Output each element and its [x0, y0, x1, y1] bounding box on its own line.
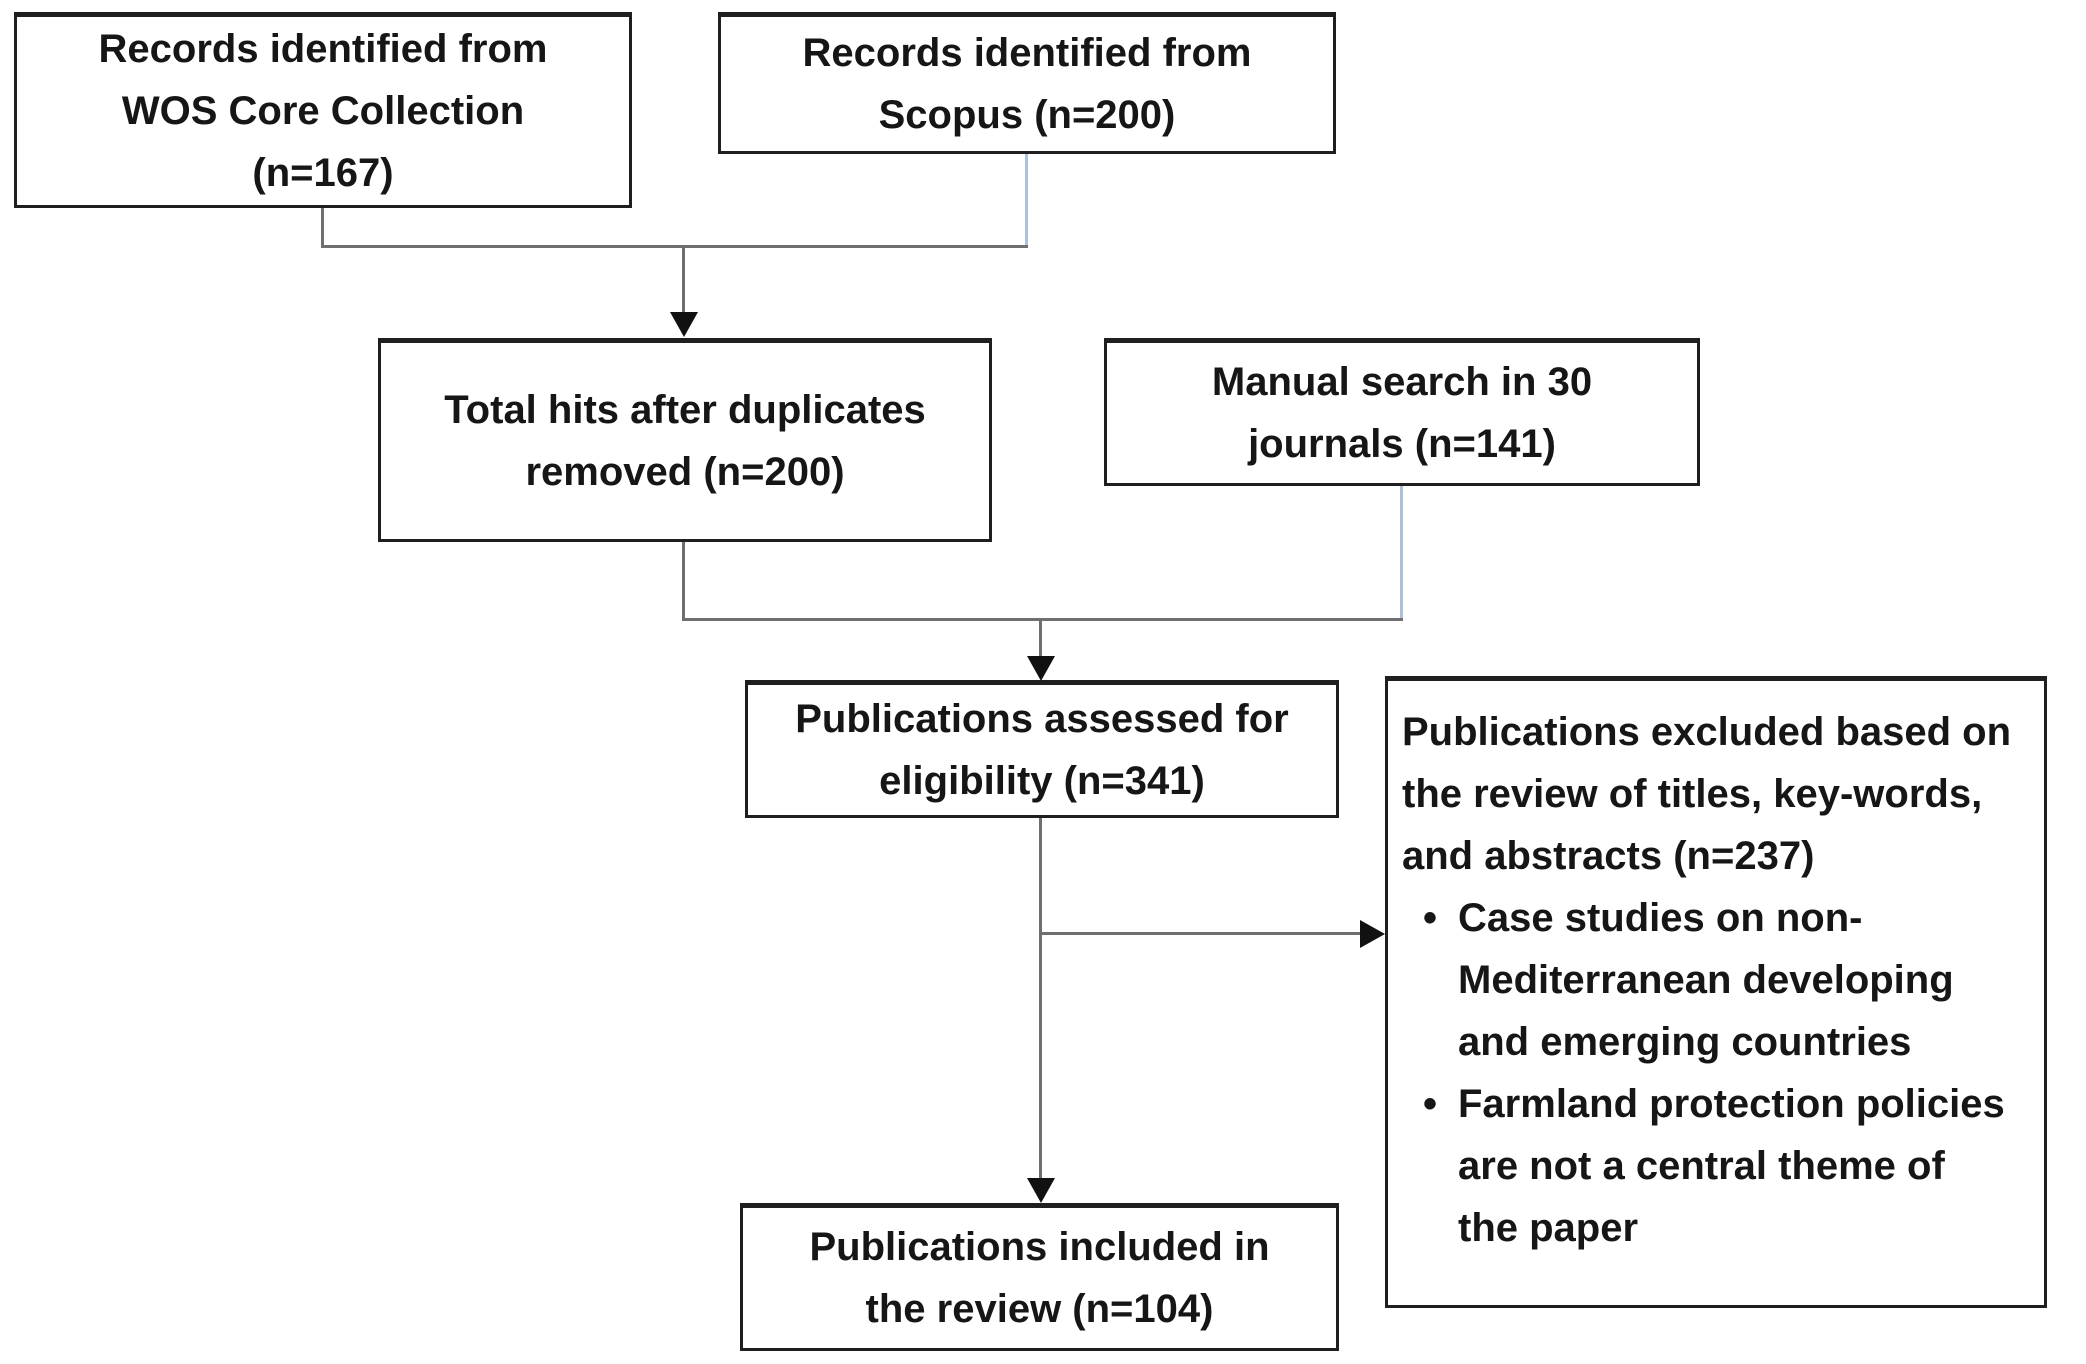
- node-text-line: and emerging countries: [1458, 1020, 1912, 1064]
- node-text-line: Scopus (n=200): [878, 93, 1176, 137]
- connector-merge-top: [321, 245, 1028, 248]
- connector-assessed-drop: [1039, 818, 1042, 1179]
- node-text-line: Manual search in 30: [1211, 360, 1593, 404]
- connector-into-dedup: [682, 245, 685, 313]
- connector-merge-mid: [682, 618, 1403, 621]
- node-text-line: Mediterranean developing: [1458, 958, 1954, 1002]
- arrowhead-down-icon: [1027, 1178, 1055, 1203]
- node-records-wos: Records identified from WOS Core Collect…: [14, 12, 632, 208]
- connector-manual-drop: [1400, 486, 1403, 621]
- node-text-line: Total hits after duplicates: [444, 388, 926, 432]
- arrowhead-right-icon: [1360, 920, 1385, 948]
- exclusion-reason-item: • Case studies on non- Mediterranean dev…: [1402, 887, 2026, 1073]
- node-text-line: Publications included in: [809, 1225, 1270, 1269]
- exclusion-reason-item: • Farmland protection policies are not a…: [1402, 1073, 2026, 1259]
- bullet-icon: •: [1422, 896, 1437, 940]
- connector-dedup-drop: [682, 542, 685, 621]
- node-text-line: (n=167): [252, 151, 394, 195]
- node-text-line: the review (n=104): [865, 1287, 1214, 1331]
- node-text-line: Records identified from: [802, 31, 1252, 75]
- bullet-text: Case studies on non- Mediterranean devel…: [1458, 887, 2026, 1073]
- node-publications-excluded: Publications excluded based on the revie…: [1385, 676, 2047, 1308]
- arrowhead-down-icon: [1027, 656, 1055, 681]
- node-records-scopus: Records identified from Scopus (n=200): [718, 12, 1336, 154]
- node-total-hits-dedup: Total hits after duplicates removed (n=2…: [378, 338, 992, 542]
- node-assessed-eligibility: Publications assessed for eligibility (n…: [745, 680, 1339, 818]
- connector-scopus-drop: [1025, 154, 1028, 248]
- node-text-line: the review of titles, key-words,: [1402, 772, 1983, 816]
- node-text-line: Records identified from: [98, 27, 548, 71]
- node-text-line: eligibility (n=341): [879, 759, 1205, 803]
- bullet-text: Farmland protection policies are not a c…: [1458, 1073, 2026, 1259]
- node-text-line: Publications assessed for: [795, 697, 1289, 741]
- node-publications-included: Publications included in the review (n=1…: [740, 1203, 1339, 1351]
- bullet-icon: •: [1422, 1082, 1437, 1126]
- node-text-line: are not a central theme of: [1458, 1144, 1945, 1188]
- connector-excluded-branch: [1040, 932, 1362, 935]
- node-text-line: journals (n=141): [1248, 422, 1556, 466]
- connector-wos-drop: [321, 208, 324, 248]
- node-text-line: WOS Core Collection: [121, 89, 525, 133]
- node-manual-search: Manual search in 30 journals (n=141): [1104, 338, 1700, 486]
- node-text-line: Farmland protection policies: [1458, 1082, 2005, 1126]
- node-text-line: the paper: [1458, 1206, 1639, 1250]
- node-text-line: Publications excluded based on: [1402, 710, 2012, 754]
- node-text-line: removed (n=200): [525, 450, 845, 494]
- node-text-line: Case studies on non-: [1458, 896, 1863, 940]
- connector-into-assessed: [1039, 618, 1042, 658]
- arrowhead-down-icon: [670, 312, 698, 337]
- node-text-line: and abstracts (n=237): [1402, 834, 1815, 878]
